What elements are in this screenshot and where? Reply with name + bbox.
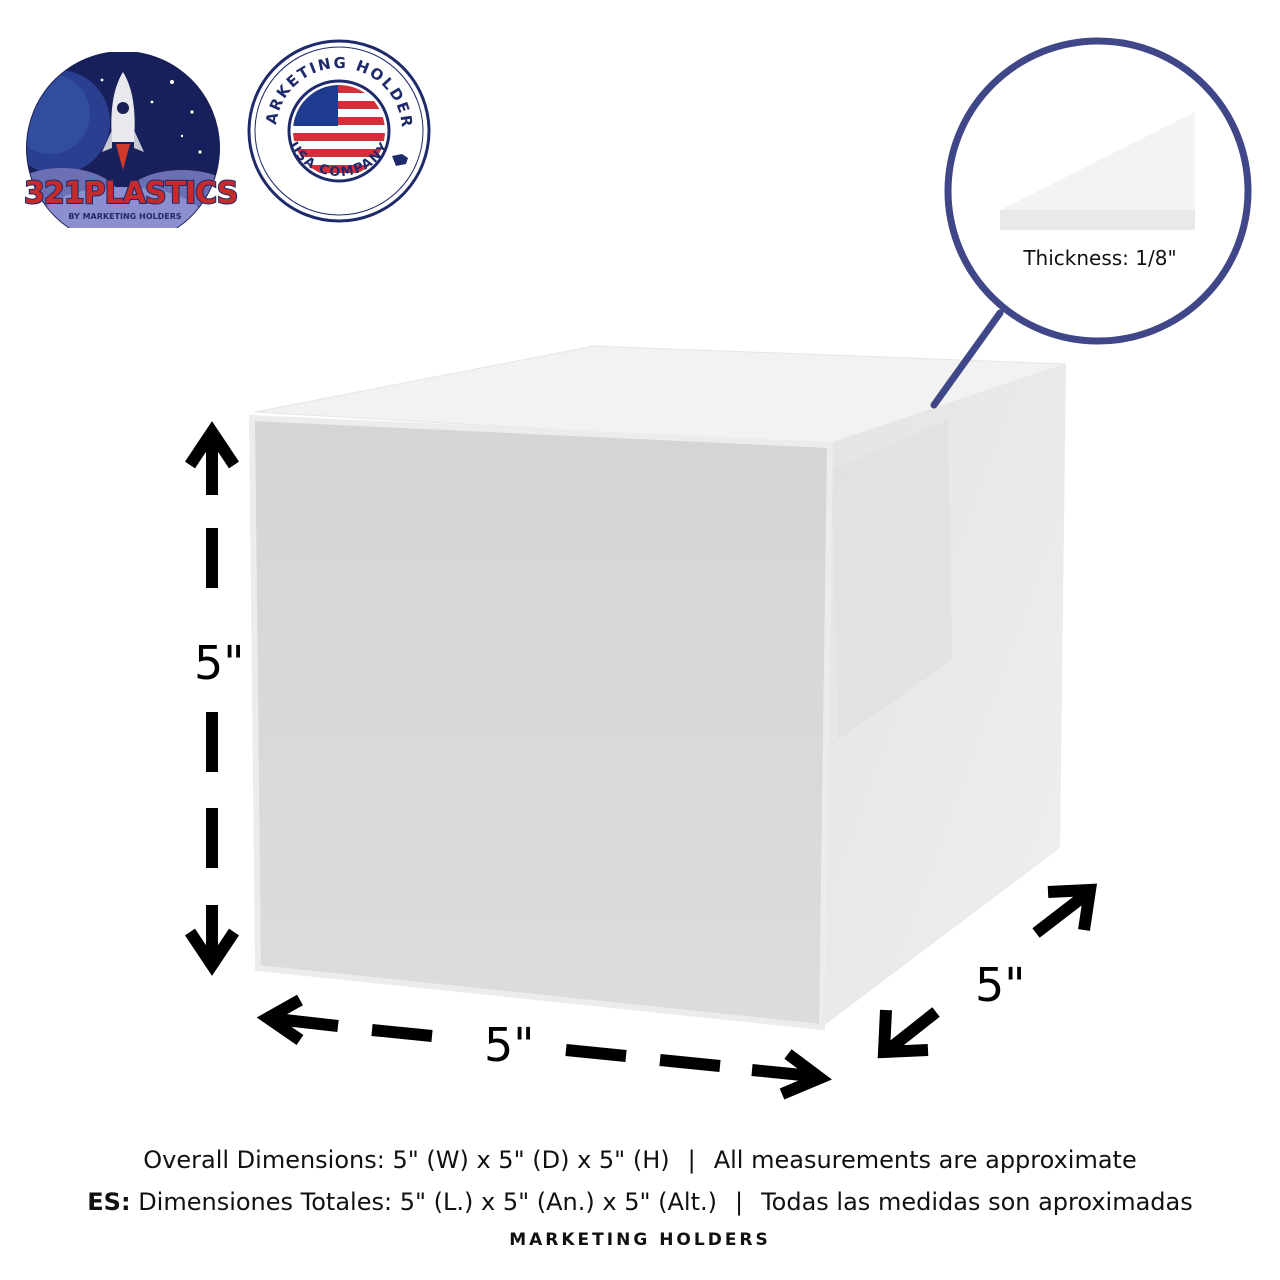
321plastics-wordmark: 321PLASTICS [23,175,239,212]
dimensions-caption-es: ES: Dimensiones Totales: 5" (L.) x 5" (A… [0,1188,1280,1216]
width-arrow [256,994,832,1100]
brand-footer: MARKETING HOLDERS [509,1230,771,1250]
width-label: 5" [484,1018,535,1072]
overall-dimensions-text: Overall Dimensions: 5" (W) x 5" (D) x 5"… [143,1146,670,1174]
dimension-arrows [185,421,1098,1100]
aproximadas-note: Todas las medidas son aproximadas [761,1188,1193,1216]
caption-separator-es: | [735,1188,744,1216]
321plastics-subtitle: BY MARKETING HOLDERS [68,212,182,221]
es-prefix: ES: [87,1188,131,1216]
usa-company-seal: MARKETING HOLDERS USA COMPANY [246,38,432,224]
cube-illustration [248,345,1067,1031]
dimensiones-totales-text: Dimensiones Totales: 5" (L.) x 5" (An.) … [130,1188,717,1216]
acrylic-sheet-edge-icon [1000,112,1195,210]
thickness-label: Thickness: 1/8" [1023,246,1177,270]
depth-arrow [877,883,1098,1059]
cube-front-face [248,414,834,1031]
height-label: 5" [194,636,245,690]
usa-flag-seal-icon: MARKETING HOLDERS USA COMPANY [246,38,431,223]
approximate-note: All measurements are approximate [713,1146,1137,1174]
rocket-logo-icon [26,52,220,228]
depth-label: 5" [975,958,1026,1012]
caption-separator: | [687,1146,696,1174]
dimensions-caption-en: Overall Dimensions: 5" (W) x 5" (D) x 5"… [0,1146,1280,1174]
height-arrow [185,421,239,976]
321plastics-logo: 321PLASTICS BY MARKETING HOLDERS [22,52,239,228]
thickness-callout [920,28,1260,418]
